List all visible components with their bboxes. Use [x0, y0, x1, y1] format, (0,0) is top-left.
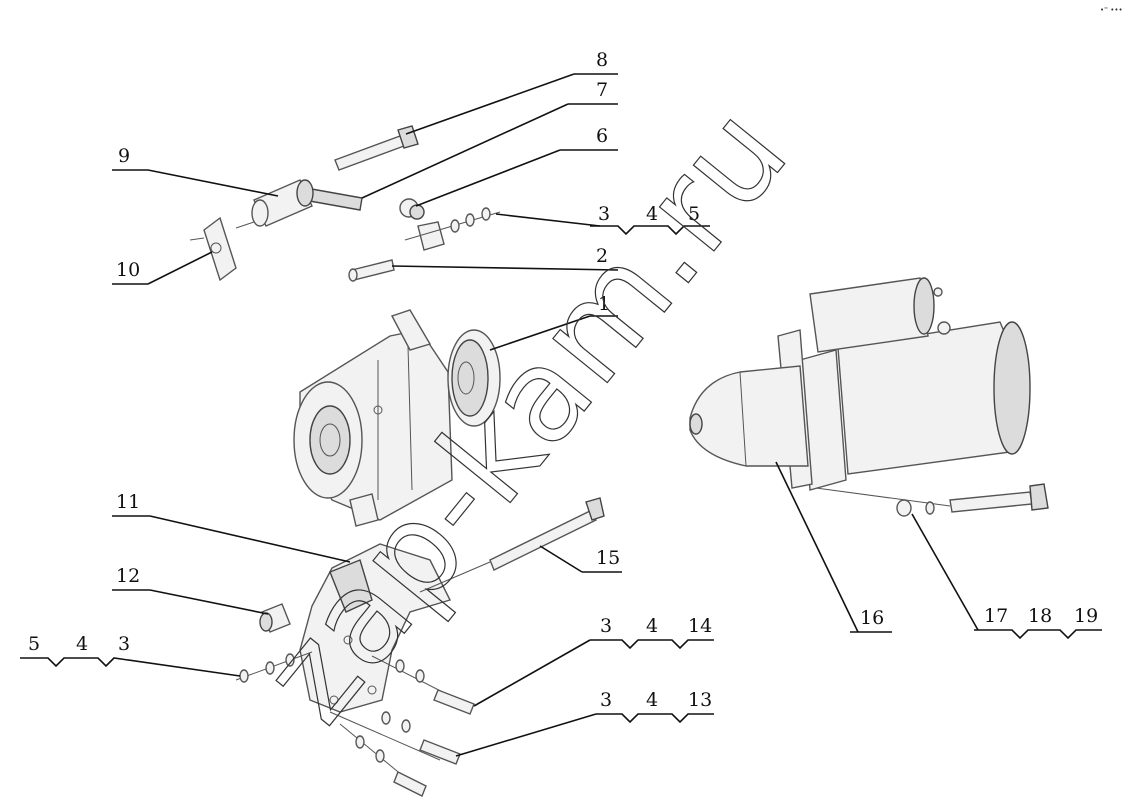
callout-number: 11: [116, 491, 140, 513]
callout-number: 16: [860, 607, 884, 629]
group-number: 19: [1074, 605, 1098, 627]
callout-11: 11: [112, 491, 351, 563]
starter-motor: [689, 277, 1049, 517]
callout-1: 1: [489, 293, 618, 351]
group-number: 4: [76, 633, 88, 655]
callout-number: 8: [596, 49, 608, 71]
group-number: 4: [646, 615, 658, 637]
callout-12: 12: [112, 565, 269, 615]
callout-9: 9: [112, 145, 279, 197]
callout-number: 10: [116, 259, 140, 281]
callout-8: 8: [405, 49, 618, 135]
callout-15: 15: [539, 545, 622, 573]
callout-group-3-4-14: 3 4 14: [473, 615, 714, 707]
callout-group-17-18-19: 17 18 19: [911, 513, 1102, 640]
callout-10: 10: [112, 251, 213, 285]
group-number: 3: [600, 689, 612, 711]
tension-bar-assembly: [189, 125, 501, 282]
callout-6: 6: [415, 125, 618, 207]
group-number: 4: [646, 689, 658, 711]
callout-2: 2: [391, 245, 619, 271]
alternator-assembly: [293, 309, 501, 527]
callout-group-3-4-13: 3 4 13: [455, 689, 714, 757]
callout-number: 12: [116, 565, 140, 587]
group-number: 5: [28, 633, 40, 655]
part-6-bushing: [399, 198, 425, 220]
part-9-sleeve: [251, 179, 314, 227]
callout-number: 2: [596, 245, 608, 267]
callout-number: 1: [598, 293, 610, 315]
link-and-washers: [404, 207, 501, 251]
part-8-bolt: [334, 125, 419, 171]
corner-mark: •'' •••: [1100, 6, 1123, 14]
callout-7: 7: [361, 79, 618, 199]
callout-number: 6: [596, 125, 608, 147]
group-number: 4: [646, 203, 658, 225]
group-number: 14: [688, 615, 712, 637]
group-number: 18: [1028, 605, 1052, 627]
group-number: 17: [984, 605, 1008, 627]
group-number: 13: [688, 689, 712, 711]
group-number: 5: [688, 203, 700, 225]
callout-group-3-4-5-top: 3 4 5: [495, 203, 710, 236]
part-2-pin: [348, 259, 395, 282]
group-number: 3: [600, 615, 612, 637]
callout-16: 16: [775, 461, 892, 633]
callout-group-5-4-3-left: 5 4 3: [20, 633, 241, 677]
part-10-plate: [189, 216, 255, 282]
group-number: 3: [118, 633, 130, 655]
group-number: 3: [598, 203, 610, 225]
callout-number: 7: [596, 79, 608, 101]
callout-number: 15: [596, 547, 620, 569]
mounting-bracket: [235, 497, 605, 797]
callout-number: 9: [118, 145, 130, 167]
